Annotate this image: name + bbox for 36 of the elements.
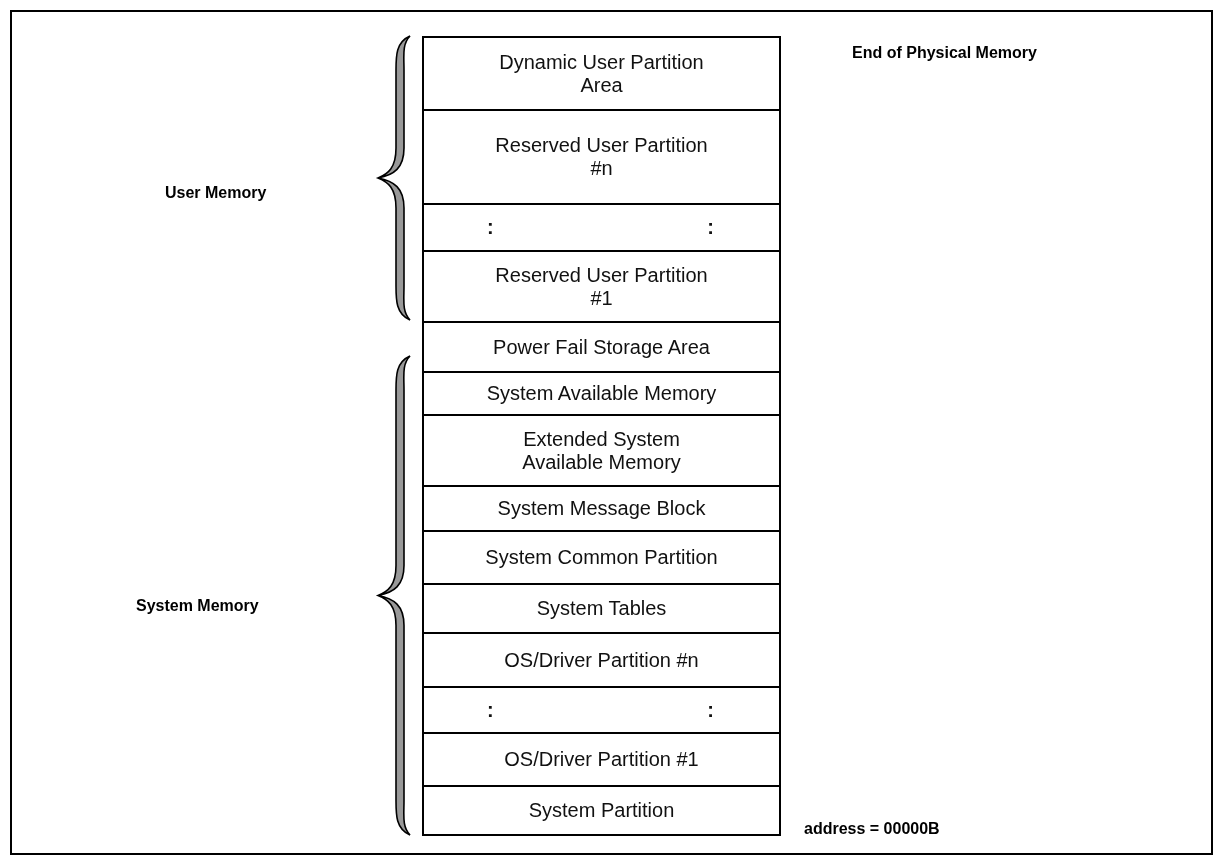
- memory-region-box: [422, 732, 781, 787]
- ellipsis-mark: :: [487, 698, 494, 722]
- ellipsis-mark: :: [707, 216, 714, 239]
- memory-region-box: [422, 371, 781, 416]
- region-label: Reserved User Partition #1: [494, 263, 709, 310]
- region-label: System Available Memory: [486, 382, 717, 405]
- memory-region-box: [422, 530, 781, 585]
- region-label: Extended System Available Memory: [521, 427, 682, 474]
- memory-region-box: [422, 414, 781, 487]
- region-label: OS/Driver Partition #1: [504, 748, 699, 771]
- region-label: Dynamic User Partition Area: [498, 50, 705, 97]
- address-note: End of Physical Memory: [852, 44, 1037, 62]
- ellipsis-mark: :: [707, 698, 714, 722]
- region-label: System Common Partition: [485, 546, 718, 569]
- memory-region-box: [422, 686, 781, 734]
- ellipsis-mark: :: [487, 216, 494, 239]
- region-label: Reserved User Partition #n: [494, 134, 709, 180]
- region-label: System Tables: [536, 597, 667, 620]
- memory-region-box: [422, 203, 781, 252]
- group-label: User Memory: [165, 184, 267, 202]
- region-label: OS/Driver Partition #n: [504, 648, 699, 672]
- memory-region-box: [422, 632, 781, 688]
- region-label: System Partition: [528, 799, 675, 822]
- memory-region-box: [422, 36, 781, 111]
- memory-region-box: [422, 250, 781, 323]
- address-note: address = 00000B: [804, 820, 940, 838]
- memory-region-box: [422, 583, 781, 634]
- curly-brace: [377, 355, 411, 836]
- region-label: Power Fail Storage Area: [493, 335, 710, 359]
- memory-region-box: [422, 109, 781, 205]
- memory-region-box: [422, 321, 781, 373]
- region-label: System Message Block: [497, 497, 706, 520]
- curly-brace: [377, 35, 411, 321]
- memory-region-box: [422, 785, 781, 836]
- group-label: System Memory: [136, 597, 259, 615]
- memory-region-box: [422, 485, 781, 532]
